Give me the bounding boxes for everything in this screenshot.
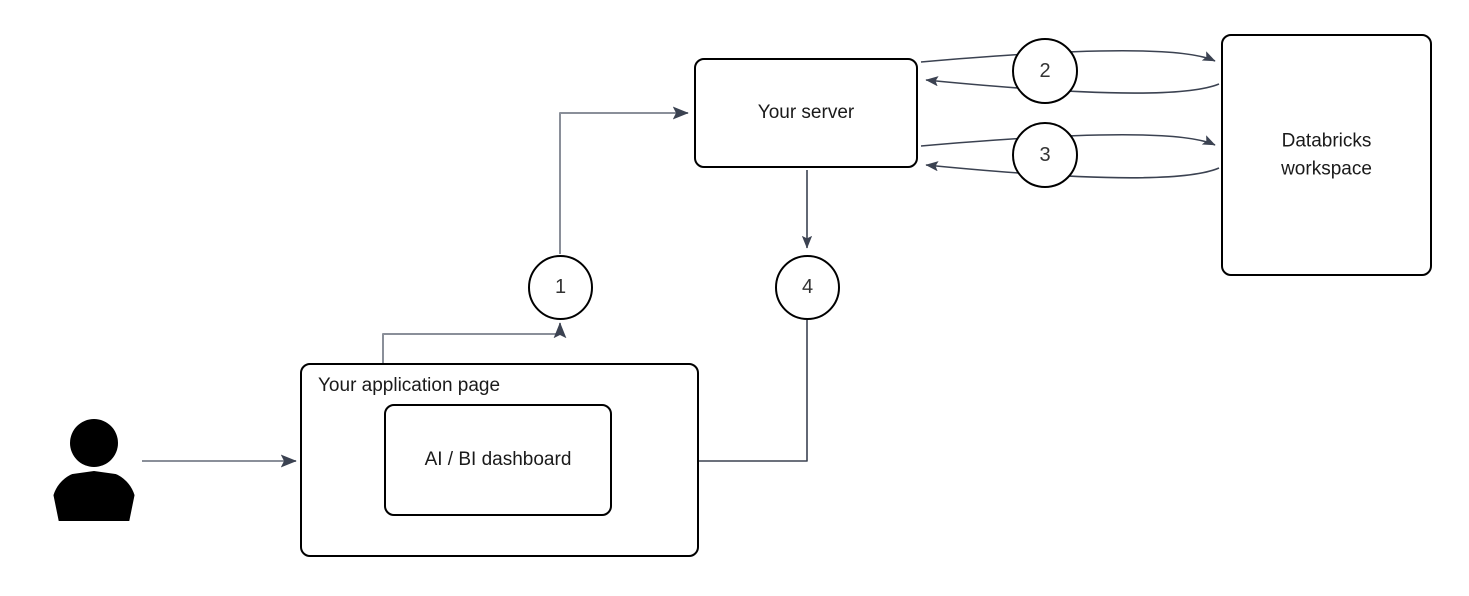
user-actor-icon bbox=[52, 419, 136, 521]
step-marker-4[interactable]: 4 bbox=[775, 255, 840, 320]
ai-bi-dashboard-label: AI / BI dashboard bbox=[424, 449, 572, 471]
user-body-icon bbox=[52, 471, 136, 521]
your-application-page-label: Your application page bbox=[318, 375, 501, 396]
step-marker-4-label: 4 bbox=[801, 276, 814, 298]
databricks-workspace-label: Databricks workspace bbox=[1281, 130, 1372, 179]
step-marker-3[interactable]: 3 bbox=[1012, 122, 1078, 188]
user-head-icon bbox=[70, 419, 118, 467]
node-your-server[interactable]: Your server bbox=[694, 58, 918, 168]
step-marker-3-label: 3 bbox=[1039, 143, 1051, 166]
node-your-application-page[interactable]: Your application page bbox=[300, 363, 699, 557]
node-ai-bi-dashboard[interactable]: AI / BI dashboard bbox=[384, 404, 612, 516]
connector-step-1-to-server bbox=[559, 106, 689, 254]
your-server-label: Your server bbox=[757, 102, 855, 124]
step-marker-2-label: 2 bbox=[1039, 59, 1051, 82]
node-databricks-workspace[interactable]: Databricks workspace bbox=[1221, 34, 1432, 276]
connector-app-page-to-step-1 bbox=[382, 322, 567, 363]
step-marker-1[interactable]: 1 bbox=[528, 255, 593, 320]
step-marker-1-label: 1 bbox=[554, 276, 567, 298]
step-marker-2[interactable]: 2 bbox=[1012, 38, 1078, 104]
